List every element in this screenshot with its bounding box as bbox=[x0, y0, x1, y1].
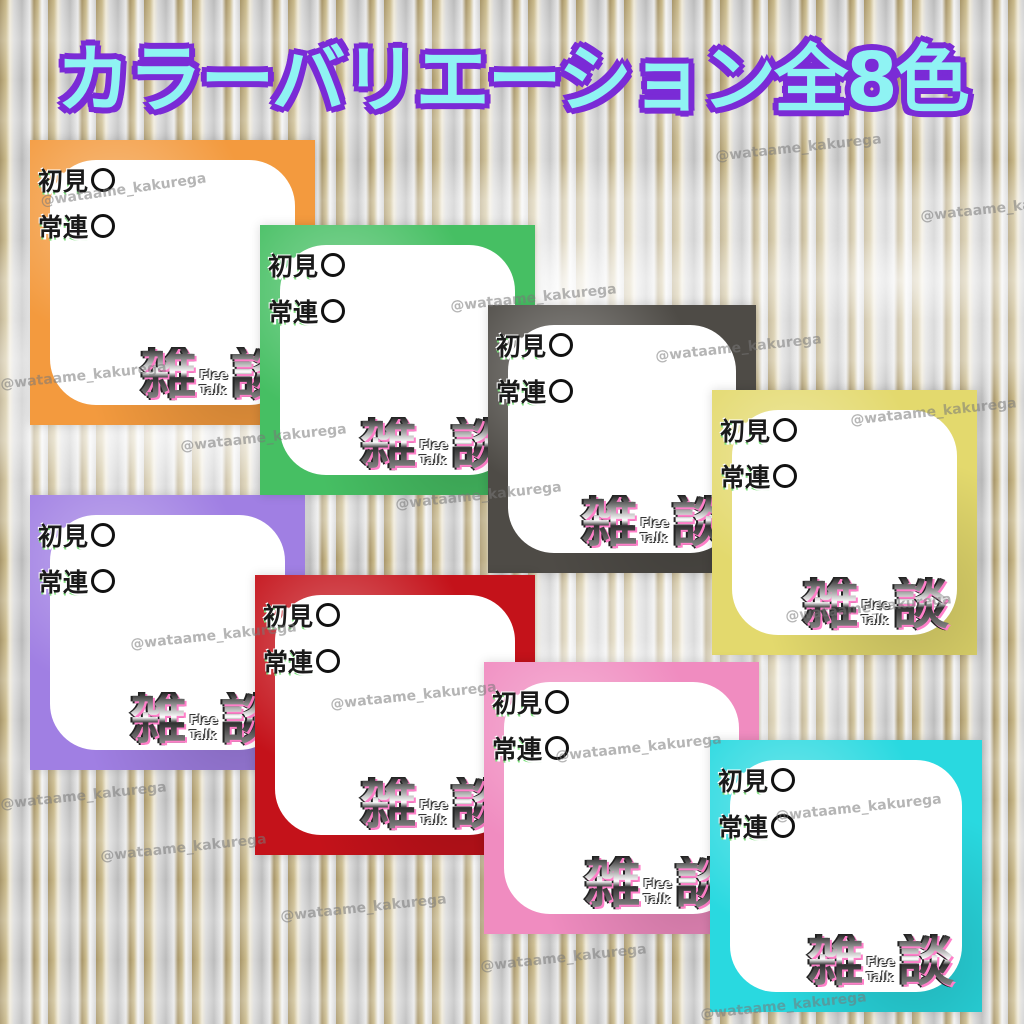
circle-icon bbox=[549, 333, 574, 357]
frame-window bbox=[504, 682, 739, 914]
circle-icon bbox=[773, 464, 798, 488]
circle-icon bbox=[91, 569, 116, 593]
regular-label: 常連 bbox=[496, 373, 574, 409]
first-timer-label: 初見 bbox=[38, 162, 116, 198]
regular-label: 常連 bbox=[492, 730, 570, 766]
regular-label: 常連 bbox=[718, 808, 796, 844]
circle-icon bbox=[91, 523, 116, 547]
circle-icon bbox=[321, 299, 346, 323]
frame-window bbox=[280, 245, 515, 475]
regular-label: 常連 bbox=[38, 208, 116, 244]
circle-icon bbox=[773, 418, 798, 442]
first-timer-label: 初見 bbox=[268, 247, 346, 283]
page-title: カラーバリエーション全8色 bbox=[56, 36, 969, 123]
circle-icon bbox=[771, 814, 796, 838]
first-timer-label: 初見 bbox=[492, 684, 570, 720]
first-timer-label: 初見 bbox=[38, 517, 116, 553]
regular-label: 常連 bbox=[263, 643, 341, 679]
first-timer-label: 初見 bbox=[263, 597, 341, 633]
frame-window bbox=[732, 410, 957, 635]
frame-window bbox=[50, 515, 285, 750]
first-timer-label: 初見 bbox=[718, 762, 796, 798]
circle-icon bbox=[545, 690, 570, 714]
regular-label: 常連 bbox=[38, 563, 116, 599]
circle-icon bbox=[316, 603, 341, 627]
circle-icon bbox=[91, 214, 116, 238]
circle-icon bbox=[549, 379, 574, 403]
circle-icon bbox=[321, 253, 346, 277]
circle-icon bbox=[771, 768, 796, 792]
first-timer-label: 初見 bbox=[496, 327, 574, 363]
circle-icon bbox=[91, 168, 116, 192]
frame-window bbox=[508, 325, 736, 553]
regular-label: 常連 bbox=[268, 293, 346, 329]
regular-label: 常連 bbox=[720, 458, 798, 494]
circle-icon bbox=[316, 649, 341, 673]
frame-window bbox=[275, 595, 515, 835]
frame-window bbox=[50, 160, 295, 405]
circle-icon bbox=[545, 736, 570, 760]
frame-window bbox=[730, 760, 962, 992]
first-timer-label: 初見 bbox=[720, 412, 798, 448]
